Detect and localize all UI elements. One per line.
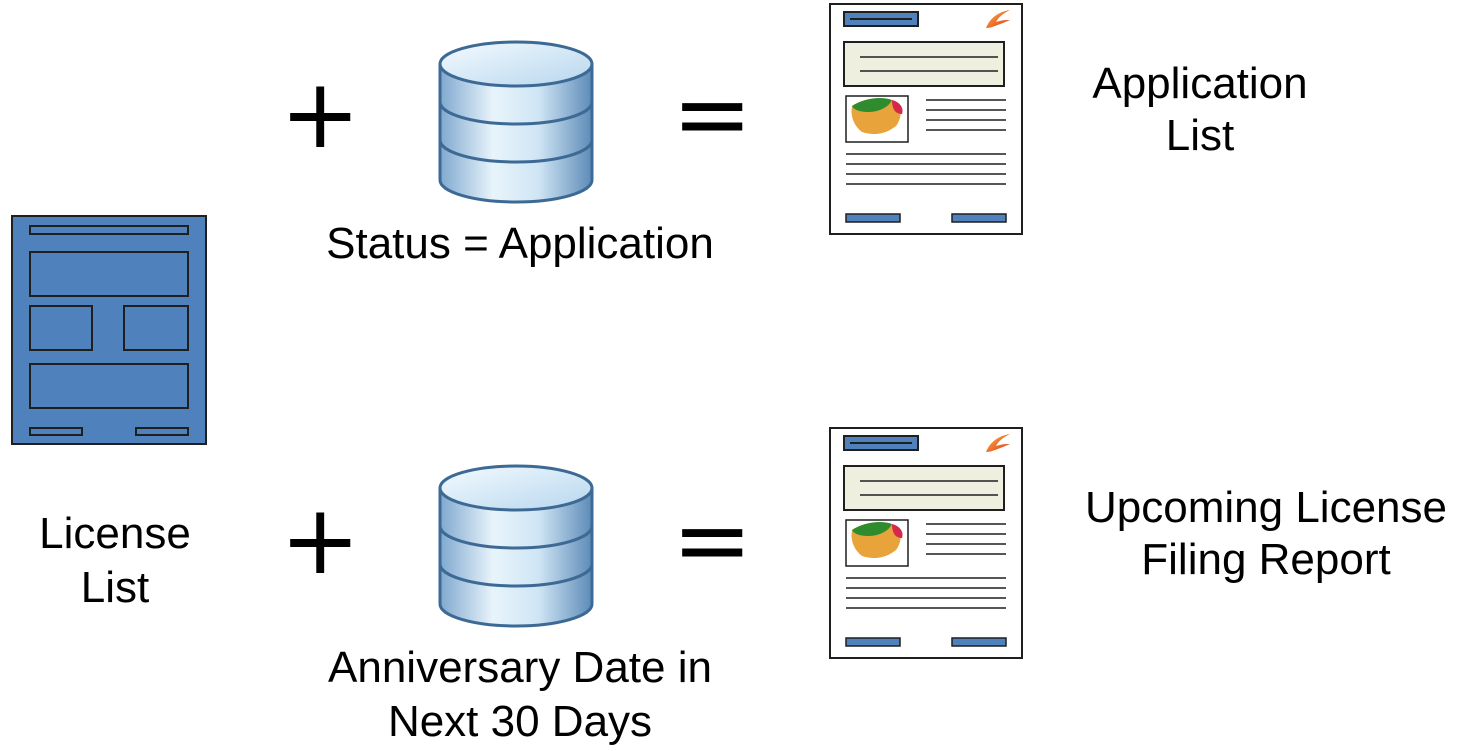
report-document-icon [829, 3, 1023, 235]
filter-label-line1: Anniversary Date in [328, 643, 712, 692]
result-label-line2: List [1165, 111, 1235, 160]
plus-operator: + [280, 484, 361, 596]
result-label-line1: Upcoming License [1085, 483, 1447, 532]
result-label-line2: Filing Report [1141, 535, 1391, 584]
form-window-icon [11, 215, 207, 445]
license-list-label-line2: List [80, 563, 150, 612]
license-list-label-line1: License [39, 509, 191, 558]
plus-operator: + [280, 58, 361, 170]
filter-label-line2: Next 30 Days [387, 697, 653, 746]
equals-operator: = [672, 58, 753, 170]
database-icon [438, 464, 594, 628]
report-document-icon [829, 427, 1023, 659]
result-label-line1: Application [1092, 59, 1308, 108]
filter-label-line1: Status = Application [326, 219, 714, 268]
equals-operator: = [672, 484, 753, 596]
database-icon [438, 40, 594, 204]
